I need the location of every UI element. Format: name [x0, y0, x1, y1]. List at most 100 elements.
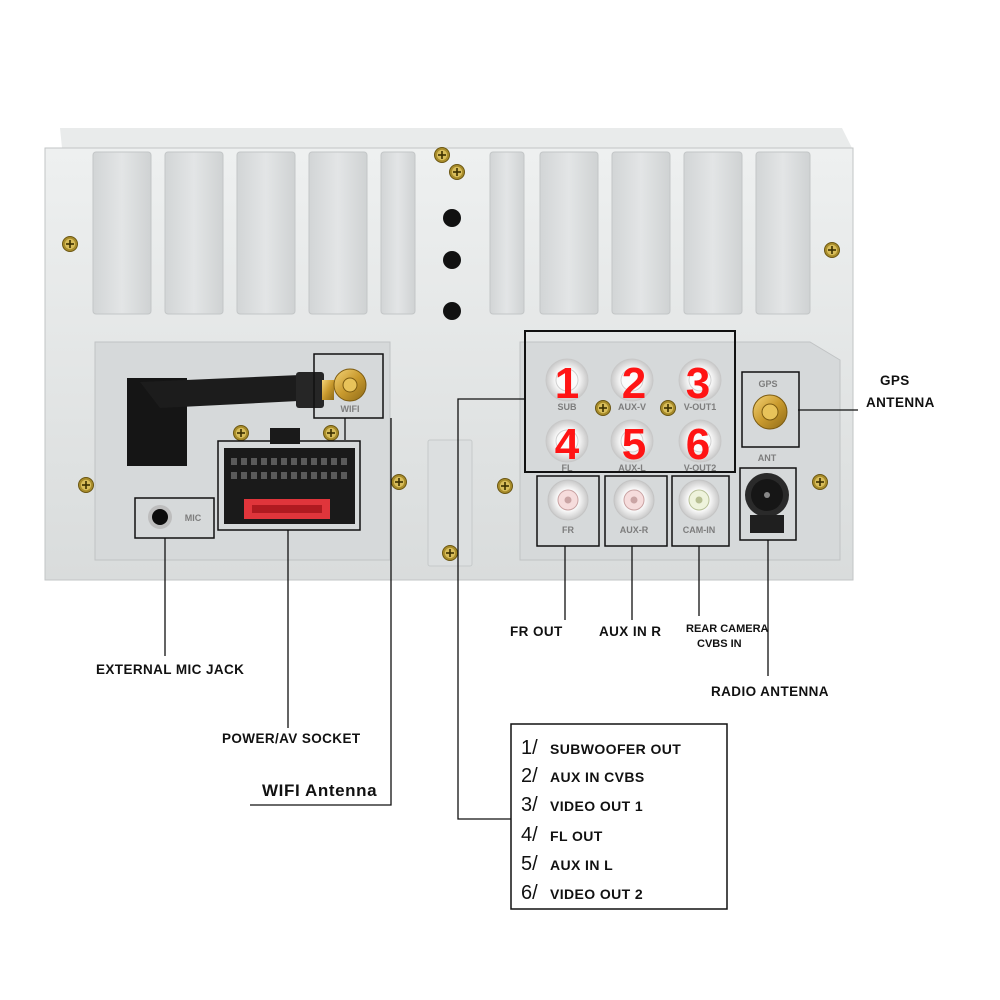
- legend-text: SUBWOOFER OUT: [550, 741, 681, 757]
- rca-jack[interactable]: [545, 358, 589, 402]
- connector-pin: [261, 472, 267, 479]
- fr-out-callout: FR OUT: [510, 624, 563, 639]
- connector-pin: [251, 458, 257, 465]
- port-number-2: 2: [622, 359, 646, 408]
- connector-pin: [341, 458, 347, 465]
- rear-camera-callout-line1: REAR CAMERA: [686, 623, 769, 635]
- legend-text: VIDEO OUT 1: [550, 798, 643, 814]
- screw-icon: [496, 477, 514, 495]
- connector-pin: [241, 458, 247, 465]
- legend-text: AUX IN CVBS: [550, 769, 645, 785]
- legend-item: 1/ SUBWOOFER OUT: [521, 737, 681, 759]
- rca-jacks-upper: [545, 358, 722, 463]
- screw-icon: [594, 399, 612, 417]
- screw-icon: [659, 399, 677, 417]
- rca-jack[interactable]: [678, 419, 722, 463]
- screw-icon: [390, 473, 408, 491]
- vent-hole: [443, 209, 461, 227]
- screw-icon: [433, 146, 451, 164]
- rear-camera-callout-line2: CVBS IN: [697, 638, 742, 650]
- screw-icon: [441, 544, 459, 562]
- mic-label: MIC: [185, 513, 202, 523]
- external-mic-jack-callout: EXTERNAL MIC JACK: [96, 662, 244, 677]
- wifi-antenna-callout: WIFI Antenna: [262, 781, 377, 800]
- cam-in-label: CAM-IN: [683, 525, 716, 535]
- rca-jack[interactable]: [610, 358, 654, 402]
- aux-r-jack[interactable]: AUX-R: [604, 475, 668, 547]
- legend-item: 2/ AUX IN CVBS: [521, 765, 645, 787]
- screw-icon: [448, 163, 466, 181]
- connector-pin: [301, 472, 307, 479]
- radio-antenna-callout: RADIO ANTENNA: [711, 684, 829, 699]
- rca-jack[interactable]: [610, 419, 654, 463]
- legend-item: 3/ VIDEO OUT 1: [521, 794, 643, 816]
- wifi-connector: WIFI: [313, 353, 384, 419]
- port-number-3: 3: [686, 359, 710, 408]
- rca-jack[interactable]: [545, 419, 589, 463]
- gps-connector[interactable]: GPS: [741, 371, 800, 448]
- vent-hole: [443, 251, 461, 269]
- legend-number: 4/: [521, 824, 538, 846]
- connector-pin: [301, 458, 307, 465]
- screw-icon: [811, 473, 829, 491]
- gps-antenna-callout-line1: GPS: [880, 373, 910, 388]
- heatsink-fins: [92, 151, 811, 315]
- sub-label: SUB: [557, 402, 577, 412]
- connector-pin: [271, 458, 277, 465]
- legend-number: 2/: [521, 765, 538, 787]
- mic-jack[interactable]: MIC: [134, 497, 215, 539]
- legend-number: 3/: [521, 794, 538, 816]
- legend-item: 6/ VIDEO OUT 2: [521, 882, 643, 904]
- screw-icon: [232, 424, 250, 442]
- connector-pin: [341, 472, 347, 479]
- connector-pin: [281, 458, 287, 465]
- connector-pin: [241, 472, 247, 479]
- screw-icon: [823, 241, 841, 259]
- power-av-socket[interactable]: [217, 428, 361, 531]
- legend-text: FL OUT: [550, 828, 603, 844]
- fr-label: FR: [562, 525, 574, 535]
- connector-pin: [331, 458, 337, 465]
- gps-label: GPS: [758, 379, 777, 389]
- connector-pin: [291, 472, 297, 479]
- connector-pin: [321, 472, 327, 479]
- legend-item: 4/ FL OUT: [521, 824, 603, 846]
- connector-pin: [291, 458, 297, 465]
- connector-pin: [231, 472, 237, 479]
- connector-pin: [231, 458, 237, 465]
- vent-hole: [443, 302, 461, 320]
- leader-lines: [164, 398, 858, 820]
- port-number-1: 1: [555, 359, 579, 408]
- legend-number: 5/: [521, 853, 538, 875]
- screw-icon: [61, 235, 79, 253]
- fr-jack[interactable]: FR: [536, 475, 600, 547]
- legend-text: VIDEO OUT 2: [550, 886, 643, 902]
- connector-pin: [331, 472, 337, 479]
- wifi-label: WIFI: [341, 404, 360, 414]
- connector-pin: [271, 472, 277, 479]
- legend-number: 1/: [521, 737, 538, 759]
- connector-pin: [311, 472, 317, 479]
- cam-in-jack[interactable]: CAM-IN: [671, 475, 730, 547]
- connector-pin: [311, 458, 317, 465]
- screw-icon: [77, 476, 95, 494]
- rca-panel-numbered: [524, 330, 736, 473]
- connector-pin: [321, 458, 327, 465]
- radio-antenna-socket[interactable]: [739, 467, 797, 541]
- aux-l-label: AUX-L: [618, 463, 646, 473]
- gps-antenna-callout-line2: ANTENNA: [866, 395, 935, 410]
- ant-label: ANT: [758, 453, 777, 463]
- v-out2-label: V-OUT2: [684, 463, 717, 473]
- port-legend: 1/ SUBWOOFER OUT 2/ AUX IN CVBS 3/ VIDEO…: [510, 723, 728, 910]
- screw-icon: [322, 424, 340, 442]
- aux-v-label: AUX-V: [618, 402, 646, 412]
- aux-in-r-callout: AUX IN R: [599, 624, 661, 639]
- rca-jack[interactable]: [678, 358, 722, 402]
- wifi-antenna-cable: [127, 372, 334, 466]
- connector-pin: [281, 472, 287, 479]
- connector-pin: [251, 472, 257, 479]
- power-av-socket-callout: POWER/AV SOCKET: [222, 731, 361, 746]
- port-number-5: 5: [622, 420, 646, 469]
- connector-pin: [261, 458, 267, 465]
